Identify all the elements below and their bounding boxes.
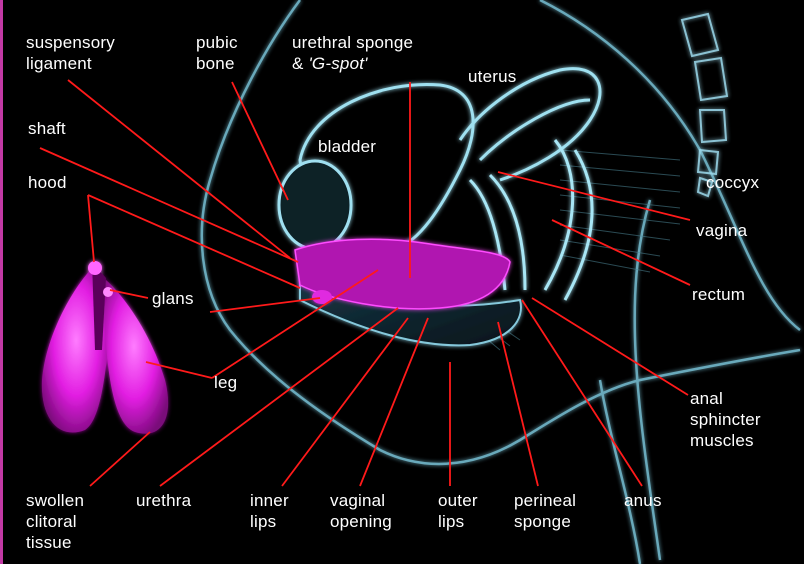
label-line: urethral sponge: [292, 32, 413, 53]
label-line: swollen: [26, 490, 84, 511]
label-suspensory-ligament: suspensory ligament: [26, 32, 115, 74]
internal-clitoris: [295, 239, 510, 309]
label-leg: leg: [214, 372, 237, 393]
label-line: sphincter: [690, 409, 761, 430]
label-line: lips: [250, 511, 289, 532]
label-line: lips: [438, 511, 478, 532]
label-line: sponge: [514, 511, 576, 532]
label-uterus: uterus: [468, 66, 516, 87]
label-outer-lips: outer lips: [438, 490, 478, 532]
label-line: vaginal: [330, 490, 392, 511]
label-ampersand: &: [292, 54, 304, 73]
label-shaft: shaft: [28, 118, 66, 139]
label-anus: anus: [624, 490, 662, 511]
label-line: inner: [250, 490, 289, 511]
label-glans: glans: [152, 288, 194, 309]
label-line: pubic: [196, 32, 238, 53]
label-hood: hood: [28, 172, 67, 193]
label-line: bone: [196, 53, 238, 74]
label-urethral-sponge: urethral sponge & 'G-spot': [292, 32, 413, 74]
label-urethra: urethra: [136, 490, 191, 511]
spine: [682, 14, 727, 196]
label-coccyx: coccyx: [706, 172, 759, 193]
label-line-g-spot: & 'G-spot': [292, 53, 413, 74]
label-line: muscles: [690, 430, 761, 451]
label-line: clitoral: [26, 511, 84, 532]
label-swollen-clitoral-tissue: swollen clitoral tissue: [26, 490, 84, 553]
label-line: anal: [690, 388, 761, 409]
pubic-bone-shape: [279, 161, 351, 249]
label-rectum: rectum: [692, 284, 745, 305]
label-anal-sphincter-muscles: anal sphincter muscles: [690, 388, 761, 451]
label-line: tissue: [26, 532, 84, 553]
label-g-spot: 'G-spot': [308, 54, 367, 73]
clitoris-illustration: [42, 261, 168, 434]
label-line: suspensory: [26, 32, 115, 53]
label-pubic-bone: pubic bone: [196, 32, 238, 74]
label-inner-lips: inner lips: [250, 490, 289, 532]
label-line: outer: [438, 490, 478, 511]
label-line: ligament: [26, 53, 115, 74]
label-vaginal-opening: vaginal opening: [330, 490, 392, 532]
label-line: perineal: [514, 490, 576, 511]
label-line: opening: [330, 511, 392, 532]
label-vagina: vagina: [696, 220, 747, 241]
label-bladder: bladder: [318, 136, 376, 157]
label-perineal-sponge: perineal sponge: [514, 490, 576, 532]
